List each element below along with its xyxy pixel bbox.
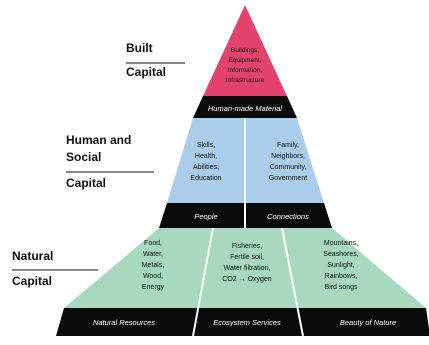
content-line: Metals, (142, 262, 165, 269)
natural-band-2-label: Ecosystem Services (213, 318, 281, 327)
content-line: Water filtration, (224, 265, 271, 272)
content-line: Energy (142, 284, 165, 291)
social-capital-content: Family, Neighbors, Community, Government (269, 142, 308, 182)
content-line: Government (269, 175, 308, 182)
natural-divider-left (192, 227, 214, 337)
built-capital-label-line2: Capital (126, 65, 166, 79)
content-line: Sunlight, (327, 262, 354, 269)
ecosystem-services-content: Fisheries, Fertile soil, Water filtration,… (222, 243, 272, 283)
content-line: Rainbows, (325, 273, 358, 280)
natural-band-3-label: Beauty of Nature (340, 318, 396, 327)
built-capital-content: Buildings, Equipment, Information, Infrastr… (226, 47, 265, 84)
content-line: Family, (277, 142, 299, 149)
natural-capital-label-line2: Capital (12, 274, 52, 288)
content-line: CO2 → Oxygen (222, 276, 272, 283)
natural-capital-tier (64, 228, 426, 308)
built-band-label: Human-made Material (208, 104, 283, 113)
human-band-right-label: Connections (267, 212, 309, 221)
content-line: Community, (270, 164, 307, 171)
content-line: Equipment, (229, 57, 262, 64)
content-line: Bird songs (324, 284, 358, 291)
content-line: Abilities, (193, 164, 219, 171)
content-line: Skills, (197, 142, 215, 149)
content-line: Buildings, (231, 47, 259, 54)
built-capital-tier (203, 5, 287, 96)
natural-band-1-label: Natural Resources (93, 318, 155, 327)
content-line: Mountains, (324, 240, 358, 247)
content-line: Fisheries, (232, 243, 262, 250)
natural-capital-band (56, 308, 429, 336)
beauty-of-nature-content: Mountains, Seashores, Sunlight, Rainbows, Bi… (323, 240, 358, 291)
built-capital-band (193, 96, 297, 118)
human-capital-label-line1: Human and (66, 133, 131, 147)
content-line: Neighbors, (271, 153, 305, 160)
content-line: Infrastructure (226, 77, 265, 84)
content-line: Food, (144, 240, 162, 247)
content-line: Water, (143, 251, 163, 258)
human-capital-label-line2: Social (66, 150, 101, 164)
natural-capital-label-line1: Natural (12, 249, 53, 263)
natural-divider-right (281, 227, 304, 337)
content-line: Health, (195, 153, 217, 160)
built-capital-label-line1: Built (126, 41, 153, 55)
content-line: Education (190, 175, 221, 182)
human-band-left-label: People (194, 212, 217, 221)
content-line: Seashores, (323, 251, 358, 258)
natural-resources-content: Food, Water, Metals, Wood, Energy (142, 240, 165, 291)
content-line: Information, (228, 67, 263, 74)
human-capital-content: Skills, Health, Abilities, Education (190, 142, 221, 182)
content-line: Wood, (143, 273, 163, 280)
content-line: Fertile soil, (230, 254, 264, 261)
human-capital-label-line3: Capital (66, 176, 106, 190)
